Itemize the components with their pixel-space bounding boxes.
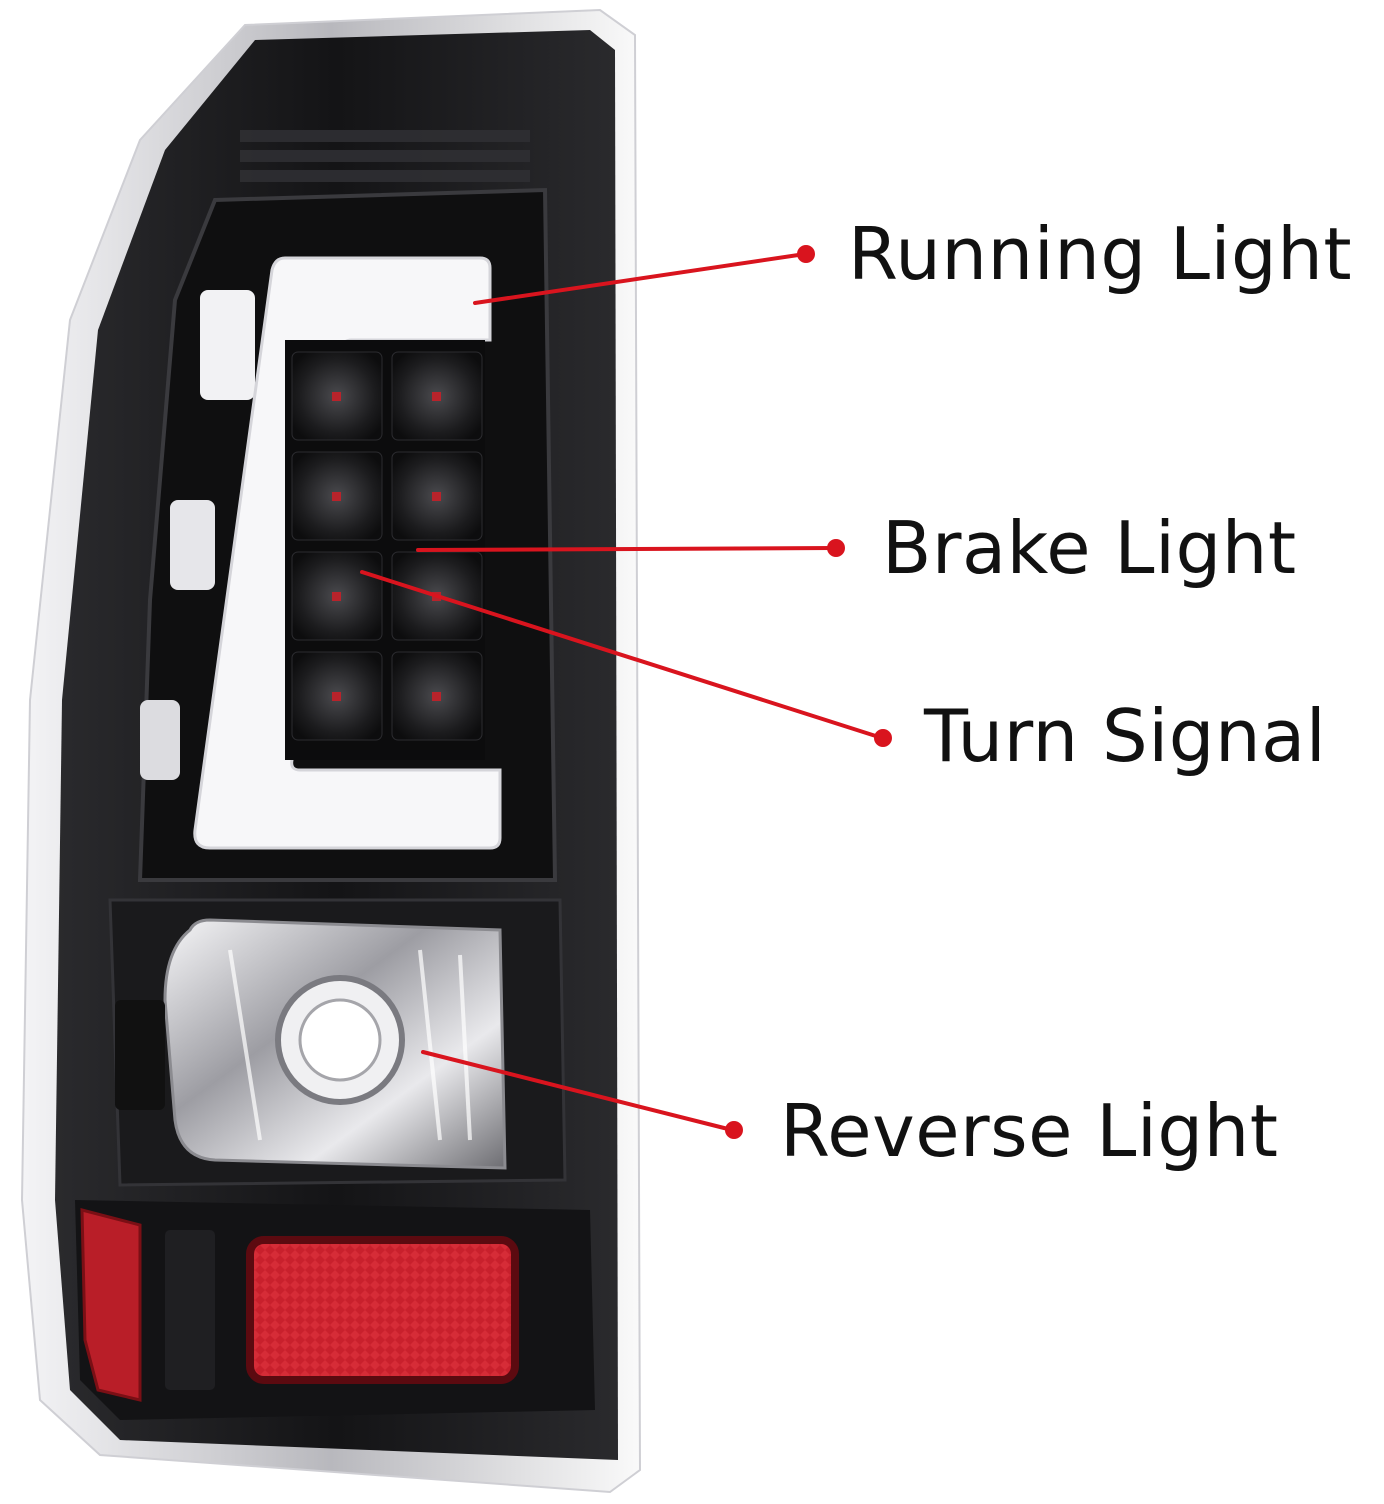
callout-lines	[360, 252, 884, 1132]
brake-light-label: Brake Light	[882, 506, 1297, 590]
callout-dots	[725, 245, 892, 1139]
turn-signal-label: Turn Signal	[924, 694, 1327, 778]
running-light-bar	[193, 256, 502, 850]
top-ribs	[240, 130, 530, 182]
running-light-label: Running Light	[848, 212, 1353, 296]
side-reflector	[80, 1208, 142, 1402]
led-grid	[291, 351, 483, 741]
rear-reflector	[246, 1236, 519, 1384]
reverse-light-label: Reverse Light	[780, 1089, 1279, 1173]
